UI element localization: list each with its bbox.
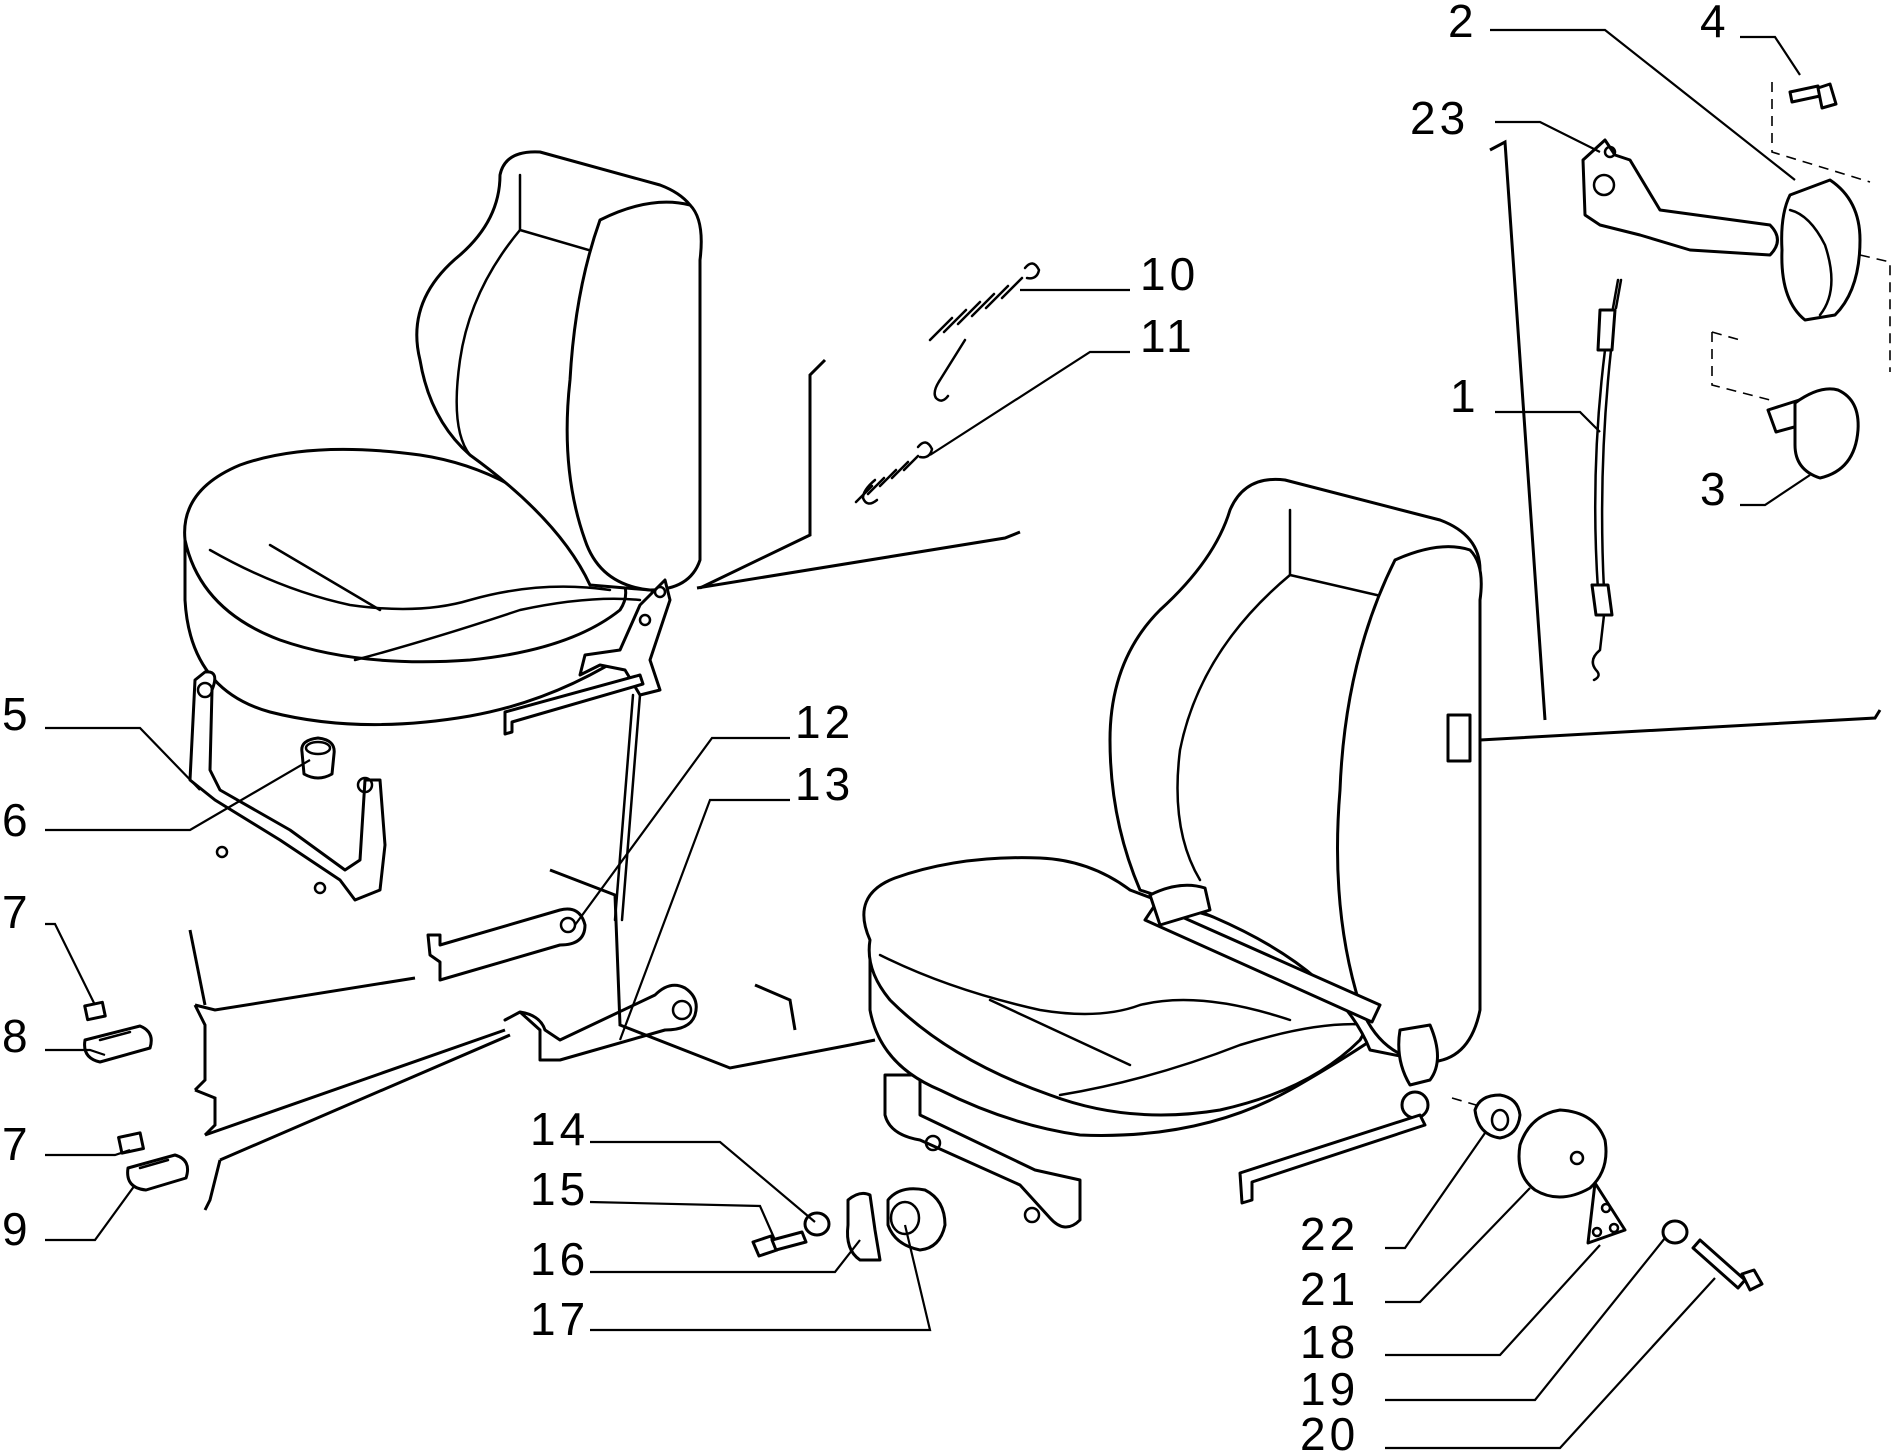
cable-1 bbox=[1590, 278, 1623, 682]
callout-3: 3 bbox=[1700, 463, 1730, 515]
callout-18: 18 bbox=[1300, 1316, 1359, 1368]
right-seat bbox=[862, 477, 1483, 1229]
lever-13 bbox=[503, 983, 698, 1062]
end-cap-3 bbox=[1766, 387, 1860, 480]
callout-20: 20 bbox=[1300, 1408, 1359, 1453]
callout-12: 12 bbox=[795, 696, 854, 748]
handle-cover-2 bbox=[1780, 178, 1862, 322]
callout-7a: 7 bbox=[2, 886, 32, 938]
callout-16: 16 bbox=[530, 1233, 589, 1285]
bushing-6 bbox=[300, 736, 336, 780]
headrest-bracket-5 bbox=[188, 670, 387, 902]
assembly-brackets bbox=[188, 139, 1882, 1211]
cover-9 bbox=[126, 1153, 190, 1192]
callout-22: 22 bbox=[1300, 1208, 1359, 1260]
left-seat bbox=[183, 150, 703, 922]
dashed-grouping bbox=[1451, 82, 1891, 1106]
callout-13: 13 bbox=[795, 758, 854, 810]
callout-2: 2 bbox=[1448, 0, 1478, 47]
callout-5: 5 bbox=[2, 688, 32, 740]
lever-12 bbox=[426, 907, 587, 982]
callout-23: 23 bbox=[1410, 92, 1469, 144]
screw-4 bbox=[1788, 82, 1838, 110]
callout-7b: 7 bbox=[2, 1118, 32, 1170]
spacer-22 bbox=[1473, 1093, 1522, 1140]
callout-6: 6 bbox=[2, 794, 32, 846]
bracket-16 bbox=[846, 1191, 882, 1262]
callout-19: 19 bbox=[1300, 1363, 1359, 1415]
callout-labels: 2 4 23 10 11 1 3 12 13 5 6 7 8 7 9 14 15… bbox=[2, 0, 1730, 1453]
bolt-15 bbox=[751, 1230, 808, 1258]
callout-15: 15 bbox=[530, 1163, 589, 1215]
spring-10 bbox=[928, 262, 1041, 402]
callout-9: 9 bbox=[2, 1203, 32, 1255]
cover-8 bbox=[83, 1024, 153, 1064]
washer-19 bbox=[1661, 1219, 1689, 1245]
cap-17 bbox=[886, 1187, 947, 1252]
callout-17: 17 bbox=[530, 1293, 589, 1345]
callout-1: 1 bbox=[1450, 370, 1480, 422]
callout-4: 4 bbox=[1700, 0, 1730, 47]
callout-14: 14 bbox=[530, 1103, 589, 1155]
spring-11 bbox=[854, 441, 934, 505]
callout-21: 21 bbox=[1300, 1263, 1359, 1315]
release-lever-23 bbox=[1581, 138, 1779, 257]
leader-lines bbox=[45, 28, 1811, 1450]
callout-10: 10 bbox=[1140, 248, 1199, 300]
clip-7b bbox=[117, 1131, 145, 1155]
callout-11: 11 bbox=[1140, 310, 1196, 362]
callout-8: 8 bbox=[2, 1010, 32, 1062]
bolt-20 bbox=[1691, 1238, 1764, 1292]
knob-21 bbox=[1517, 1108, 1608, 1199]
